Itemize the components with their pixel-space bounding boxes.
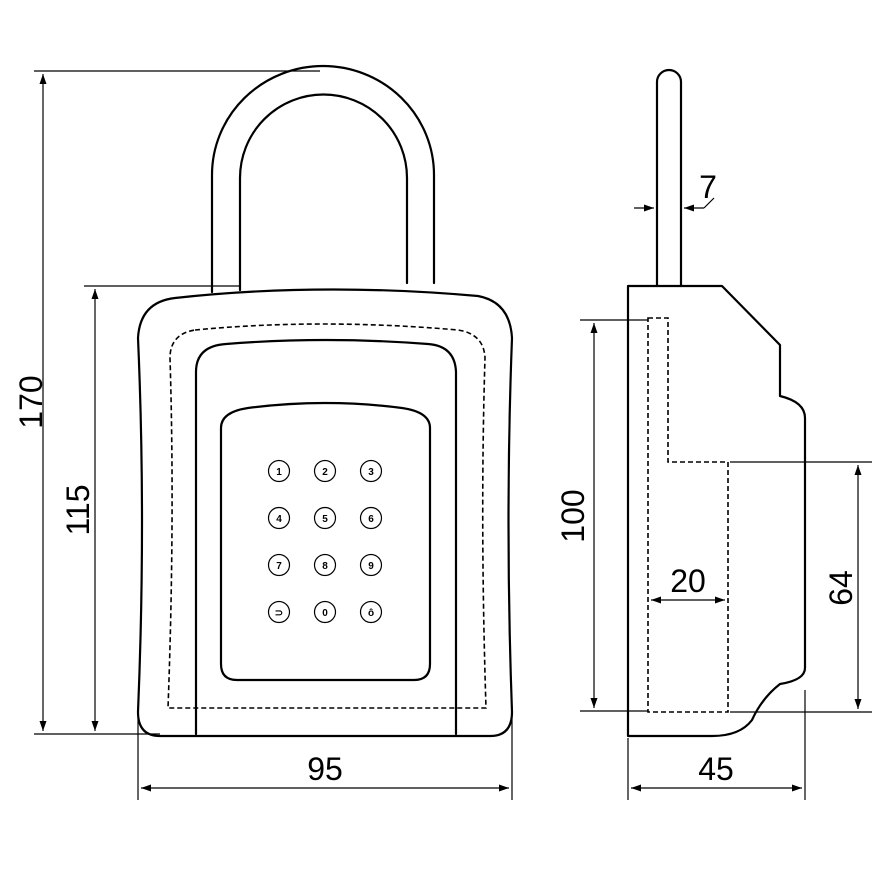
front-dimensions: 170 115 95: [13, 70, 513, 800]
shackle-side: [655, 68, 683, 288]
svg-text:ô: ô: [368, 608, 374, 619]
key-4[interactable]: 4: [267, 506, 291, 530]
key-2[interactable]: 2: [313, 459, 337, 483]
keypad: 1 2 3 4 5 6 7 8 9 ⊃ 0 ô: [267, 459, 383, 624]
side-view: [626, 68, 807, 738]
svg-text:8: 8: [322, 561, 328, 572]
svg-text:6: 6: [368, 514, 374, 525]
key-7[interactable]: 7: [267, 553, 291, 577]
svg-text:9: 9: [368, 561, 374, 572]
keypad-panel: [219, 401, 432, 682]
svg-text:4: 4: [276, 514, 282, 525]
svg-text:1: 1: [276, 467, 282, 478]
key-9[interactable]: 9: [359, 553, 383, 577]
dim-height-body: 115: [60, 484, 96, 535]
key-shackle-icon[interactable]: ⊃: [267, 600, 291, 624]
svg-text:7: 7: [276, 561, 282, 572]
dim-lower-height: 64: [823, 570, 859, 606]
key-unlock-icon[interactable]: ô: [359, 600, 383, 624]
svg-text:0: 0: [322, 608, 328, 619]
front-view: 1 2 3 4 5 6 7 8 9 ⊃ 0 ô: [136, 64, 514, 738]
side-dimensions: 7 100 20 64 45: [555, 169, 872, 800]
svg-text:2: 2: [322, 467, 328, 478]
key-1[interactable]: 1: [267, 459, 291, 483]
dim-inner-depth: 20: [670, 563, 706, 599]
cover-panel: [194, 338, 458, 736]
key-6[interactable]: 6: [359, 506, 383, 530]
dim-height-total: 170: [13, 375, 49, 428]
dim-width-front: 95: [307, 751, 343, 787]
svg-text:⊃: ⊃: [275, 608, 283, 619]
svg-text:3: 3: [368, 467, 374, 478]
key-0[interactable]: 0: [313, 600, 337, 624]
key-5[interactable]: 5: [313, 506, 337, 530]
key-3[interactable]: 3: [359, 459, 383, 483]
svg-text:5: 5: [322, 514, 328, 525]
shackle: [210, 64, 436, 294]
dim-depth-side: 45: [698, 751, 734, 787]
body-seam-dashed: [167, 323, 487, 709]
dim-inner-height: 100: [555, 489, 591, 542]
dim-shackle-thickness: 7: [699, 169, 717, 205]
key-8[interactable]: 8: [313, 553, 337, 577]
body-side-outline: [626, 284, 807, 738]
inner-compartment-dashed: [647, 317, 729, 713]
body-outline: [136, 288, 514, 738]
